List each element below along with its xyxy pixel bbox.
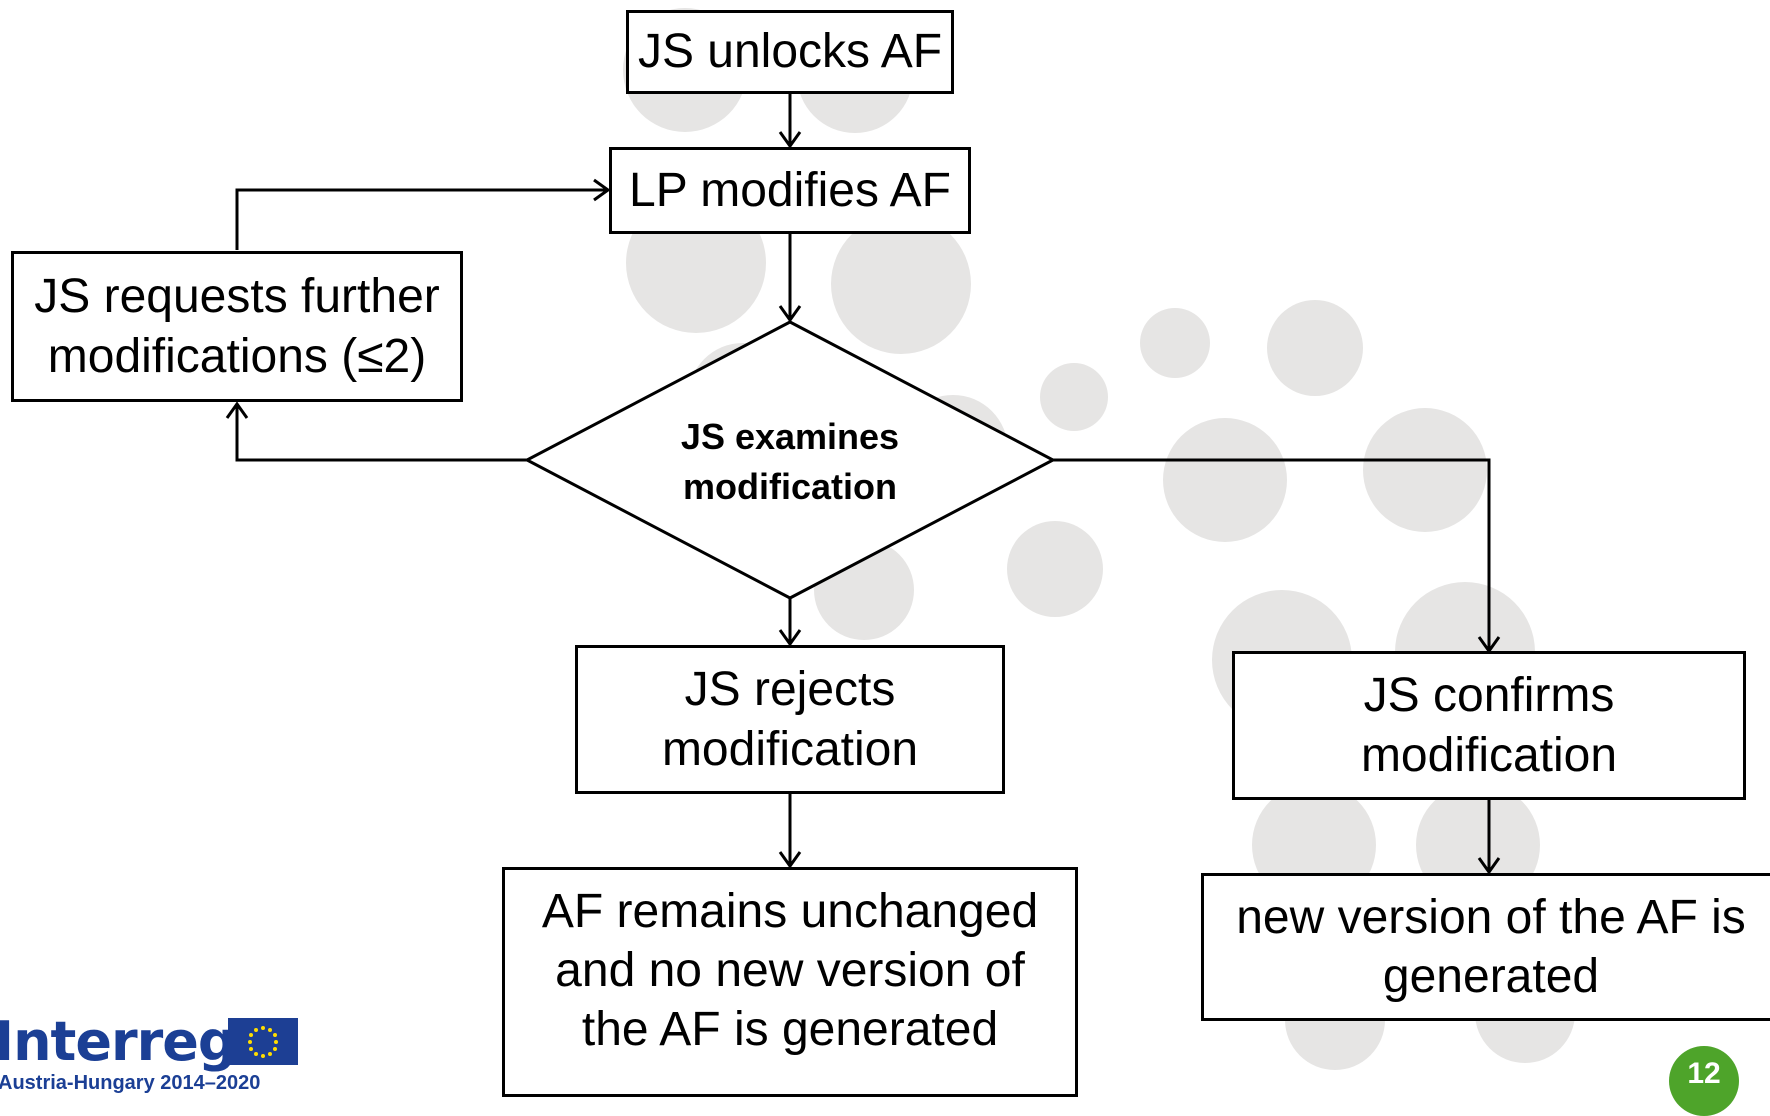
node-label: JS unlocks AF [637, 25, 943, 79]
page-number-badge: 12 [1669, 1046, 1739, 1116]
connectors [235, 94, 1491, 872]
node-js-confirms-modification: JS confirms modification [1232, 651, 1746, 800]
node-af-remains-unchanged: AF remains unchanged and no new version … [502, 867, 1078, 1097]
eu-flag-icon [228, 1018, 298, 1065]
node-new-version-generated: new version of the AF is generated [1201, 873, 1770, 1021]
node-label: LP modifies AF [629, 163, 951, 217]
node-label: JS requests further modifications (≤2) [34, 270, 440, 383]
arrow-examine-to-request [235, 404, 527, 462]
node-label: JS rejects modification [661, 663, 919, 776]
node-label: AF remains unchanged and no new version … [541, 885, 1039, 1057]
decision-label: JS examines modification [680, 416, 900, 508]
arrowhead-icon [1477, 857, 1501, 875]
node-js-unlocks-af: JS unlocks AF [626, 10, 954, 94]
node-js-requests-modifications: JS requests further modifications (≤2) [11, 251, 463, 402]
arrow-examine-to-confirm [1053, 458, 1491, 651]
arrowhead-icon [225, 401, 249, 419]
arrow-request-to-modify [235, 188, 608, 250]
decision-diamond [523, 320, 1057, 600]
logo-wordmark: Interreg [0, 1010, 237, 1073]
arrowhead-icon [778, 851, 802, 869]
node-lp-modifies-af: LP modifies AF [609, 147, 971, 234]
node-js-rejects-modification: JS rejects modification [575, 645, 1005, 794]
arrowhead-icon [778, 131, 802, 149]
arrowhead-icon [593, 178, 611, 202]
arrowhead-icon [778, 305, 802, 323]
node-label: JS confirms modification [1360, 669, 1618, 782]
logo-subtitle: Austria-Hungary 2014–2020 [0, 1072, 261, 1094]
arrowhead-icon [778, 629, 802, 647]
node-label: new version of the AF is generated [1236, 890, 1746, 1003]
